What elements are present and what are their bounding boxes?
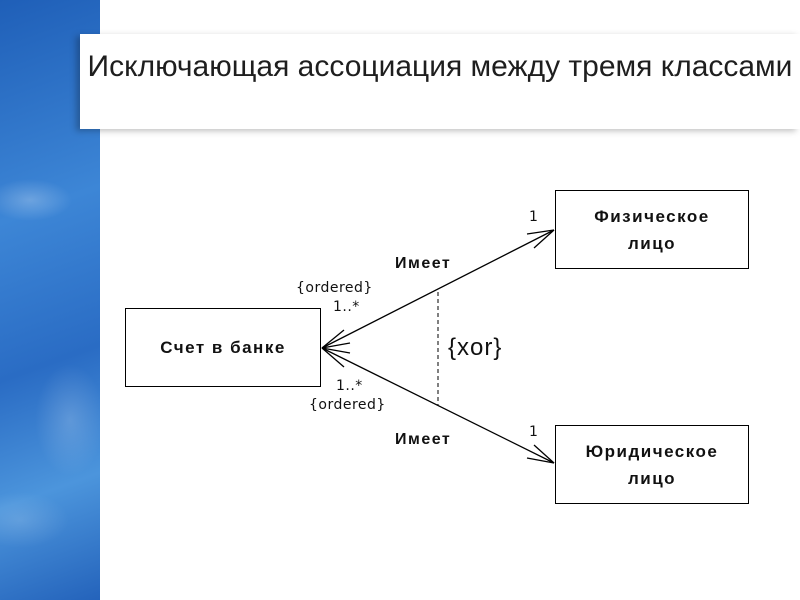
upper-target-multiplicity: 1 xyxy=(529,209,539,225)
xor-constraint-label: {xor} xyxy=(448,334,503,361)
lower-source-constraint: {ordered} xyxy=(309,397,386,413)
lower-target-multiplicity: 1 xyxy=(529,424,539,440)
slide-title: Исключающая ассоциация между тремя класс… xyxy=(87,50,793,83)
upper-source-multiplicity: 1..* xyxy=(333,299,360,315)
upper-target-arrowhead xyxy=(526,229,555,249)
lower-association-line xyxy=(321,347,555,464)
lower-association-name: Имеет xyxy=(395,431,452,448)
lower-target-arrowhead xyxy=(526,444,555,464)
upper-source-arrowhead xyxy=(321,329,351,349)
upper-association-name: Имеет xyxy=(395,255,452,272)
class-box-person: Физическое лицо xyxy=(555,190,749,269)
upper-association-line xyxy=(321,229,555,349)
upper-source-constraint: {ordered} xyxy=(296,280,373,296)
class-box-company: Юридическое лицо xyxy=(555,425,749,504)
lower-source-multiplicity: 1..* xyxy=(336,378,363,394)
title-panel xyxy=(80,34,800,129)
class-box-account: Счет в банке xyxy=(125,308,321,387)
lower-source-arrowhead xyxy=(321,347,351,368)
